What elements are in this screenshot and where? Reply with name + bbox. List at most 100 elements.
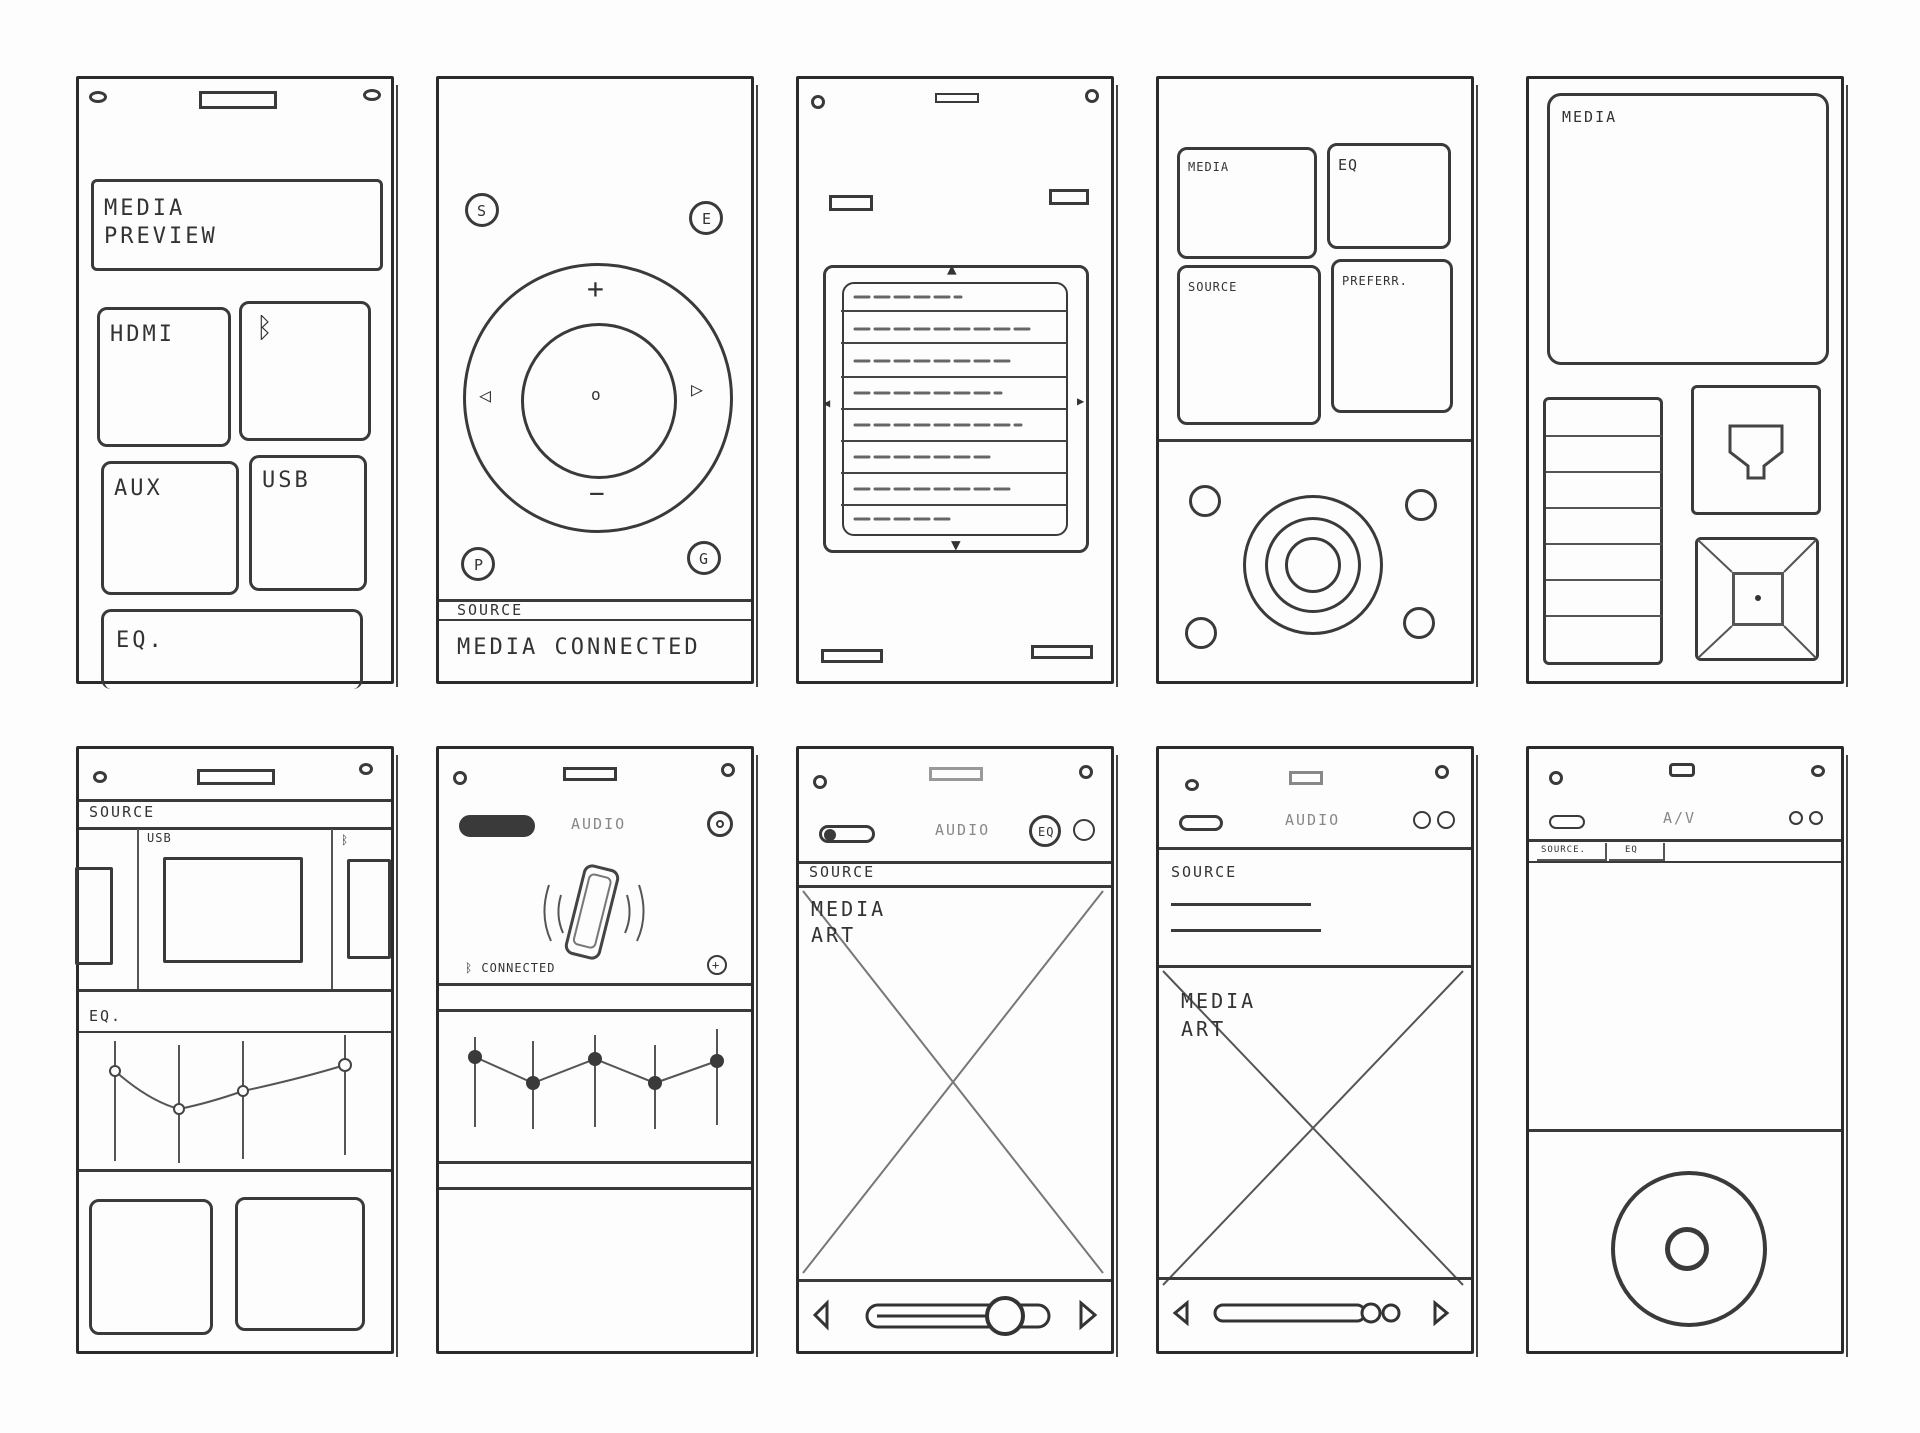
eq-sliders[interactable] [79, 1031, 379, 1171]
dpad-tile[interactable] [1695, 537, 1819, 661]
scroll-right-icon[interactable]: ▶ [1077, 394, 1085, 408]
settings-icon[interactable] [1073, 819, 1095, 841]
camera-icon [1549, 771, 1563, 785]
divider-2 [1159, 965, 1471, 968]
bottom-right-tile[interactable] [235, 1197, 365, 1331]
playback-controls[interactable] [805, 1293, 1105, 1337]
speaker-slot [197, 769, 275, 785]
divider-3 [79, 989, 391, 992]
av-label: A/V [1663, 809, 1697, 827]
preferences-tile[interactable]: PREFERR. [1331, 259, 1453, 413]
power-toggle[interactable] [819, 825, 875, 843]
p-button[interactable]: P [461, 547, 495, 581]
scroll-left-icon[interactable]: ◀ [823, 396, 831, 410]
speaker-slot [563, 767, 617, 781]
eq-button[interactable]: EQ [1029, 815, 1061, 847]
usb-tile[interactable]: USB [249, 455, 367, 591]
divider [439, 599, 751, 602]
joystick-outer[interactable] [1243, 495, 1383, 635]
speaker-slot [929, 767, 983, 781]
bottom-left-button[interactable] [1185, 617, 1217, 649]
top-left-button[interactable] [1189, 485, 1221, 517]
camera-icon [813, 775, 827, 789]
joystick-inner[interactable] [1285, 537, 1341, 593]
bottom-right-button[interactable] [1403, 607, 1435, 639]
eq-tile[interactable]: EQ. [101, 609, 363, 689]
option-button-1[interactable] [1789, 811, 1803, 825]
bottom-left-tile[interactable] [89, 1199, 213, 1335]
speaker-slot [935, 93, 979, 103]
dial-outer-ring[interactable] [463, 263, 733, 533]
screen-6-source-eq: SOURCE USB ᛒ EQ. [75, 746, 398, 1357]
list-panel[interactable] [1543, 397, 1663, 665]
option-button-2[interactable] [1437, 811, 1455, 829]
power-toggle[interactable] [459, 815, 535, 837]
eq-sliders[interactable] [439, 1017, 739, 1137]
s-button[interactable]: S [465, 193, 499, 227]
dial-inner-button[interactable] [521, 323, 677, 479]
bluetooth-icon: ᛒ [256, 311, 273, 344]
tab-eq[interactable]: EQ [1609, 843, 1665, 861]
projector-tile[interactable] [1691, 385, 1821, 515]
joystick-mid[interactable] [1265, 517, 1361, 613]
dpad-center[interactable] [1732, 572, 1784, 626]
divider-4 [79, 1031, 391, 1033]
screen-8-now-playing: AUDIO EQ SOURCE MEDIA ART AUDIO [796, 746, 1118, 1357]
top-right-button[interactable] [1405, 489, 1437, 521]
main-control-outer[interactable] [1611, 1171, 1767, 1327]
media-preview-label-2: PREVIEW [104, 224, 218, 249]
left-arrow-icon[interactable]: ◁ [479, 383, 492, 407]
g-button[interactable]: G [687, 541, 721, 575]
divider-5 [79, 1169, 391, 1172]
bottom-right-soft-button[interactable] [1031, 645, 1093, 659]
add-device-button[interactable]: + [707, 955, 727, 975]
screen-7-audio-bluetooth: AUDIO ᛒ CONNECTED + [436, 746, 758, 1357]
center-dot-icon[interactable]: o [591, 385, 601, 404]
divider [1529, 839, 1841, 842]
source-label: SOURCE [89, 803, 156, 821]
usb-source-card[interactable] [163, 857, 303, 963]
aux-tile[interactable]: AUX [101, 461, 239, 595]
source-label: SOURCE [457, 601, 524, 619]
sensor-icon [359, 763, 373, 775]
divider-2 [1529, 861, 1841, 863]
audio-label: AUDIO [935, 821, 991, 839]
media-preview-card[interactable]: MEDIA PREVIEW [91, 179, 383, 271]
source-line-2 [1171, 929, 1321, 932]
volume-down-icon[interactable]: − [589, 479, 605, 509]
source-carousel-right[interactable] [347, 859, 391, 959]
option-button-1[interactable] [1413, 811, 1431, 829]
power-toggle[interactable] [1549, 815, 1585, 829]
main-control-inner[interactable] [1665, 1227, 1709, 1271]
power-toggle[interactable] [1179, 815, 1223, 831]
camera-icon [453, 771, 467, 785]
source-carousel-left[interactable] [75, 867, 113, 965]
phone-vibrate-icon [543, 864, 645, 960]
divider-3 [439, 1161, 751, 1164]
scroll-down-icon[interactable]: ▼ [951, 535, 961, 554]
settings-icon[interactable] [707, 811, 733, 837]
playback-controls[interactable] [1165, 1295, 1465, 1335]
hdmi-tile[interactable]: HDMI [97, 307, 231, 447]
source-tile[interactable]: SOURCE [1177, 265, 1321, 425]
media-tile[interactable]: MEDIA [1177, 147, 1317, 259]
sensor-icon [363, 89, 381, 101]
eq-tile[interactable]: EQ [1327, 143, 1451, 249]
bluetooth-connected-status: ᛒ CONNECTED [465, 961, 556, 975]
left-soft-button[interactable] [829, 195, 873, 211]
scroll-up-icon[interactable]: ▲ [947, 259, 957, 278]
media-preview-label: MEDIA [104, 196, 186, 221]
option-button-2[interactable] [1809, 811, 1823, 825]
right-arrow-icon[interactable]: ▷ [691, 377, 704, 401]
speaker-slot [1289, 771, 1323, 785]
divider [79, 799, 391, 802]
volume-up-icon[interactable]: + [587, 272, 604, 305]
bluetooth-icon: ᛒ [341, 833, 350, 847]
tab-source[interactable]: SOURCE. [1537, 843, 1607, 861]
right-soft-button[interactable] [1049, 189, 1089, 205]
media-panel[interactable]: MEDIA [1547, 93, 1829, 365]
source-carousel-center-frame [137, 829, 333, 989]
bottom-left-soft-button[interactable] [821, 649, 883, 663]
e-button[interactable]: E [689, 201, 723, 235]
bluetooth-tile[interactable]: ᛒ [239, 301, 371, 441]
